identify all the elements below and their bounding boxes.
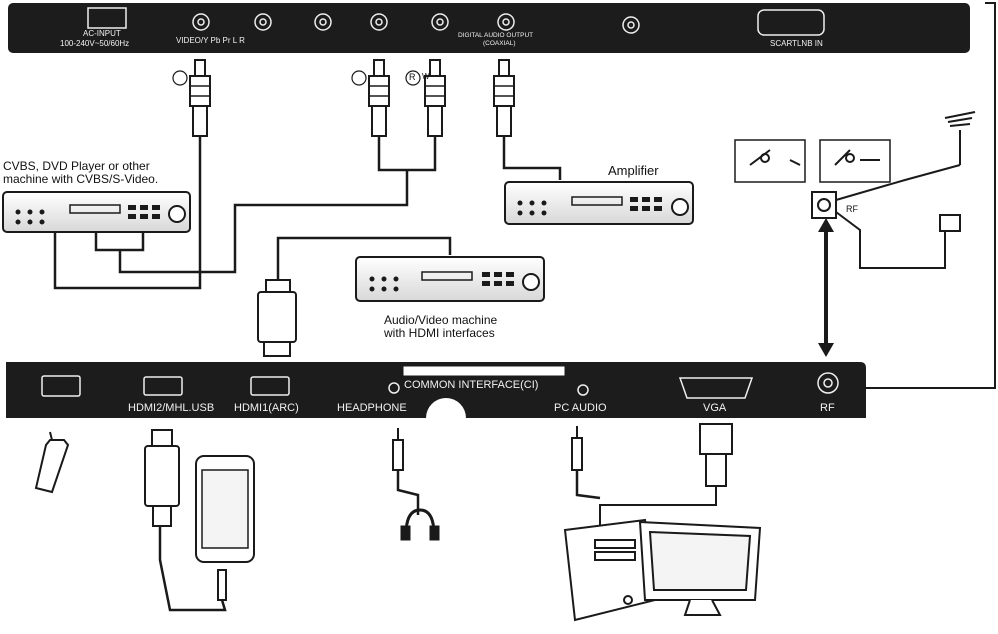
top-jacks — [192, 13, 640, 34]
ci-slot — [402, 365, 566, 377]
rf-double-arrow — [818, 218, 834, 357]
vga-label: VGA — [703, 402, 727, 414]
smartphone — [195, 455, 255, 601]
pc-audio-label: PC AUDIO — [554, 402, 607, 414]
bottom-ports — [41, 372, 839, 399]
scart-lnb-label: SCARTLNB IN — [770, 39, 823, 48]
ac-input-title: AC-INPUT — [83, 29, 121, 38]
video-ypbpr-label: VIDEO/Y Pb Pr L R — [176, 36, 245, 45]
cables — [53, 136, 601, 612]
rca-plugs — [189, 59, 515, 137]
top-panel — [8, 3, 970, 53]
hdmi-plug — [257, 279, 297, 357]
digital-audio-sub: (COAXIAL) — [483, 40, 516, 47]
pc-audio-plug — [571, 426, 583, 471]
headphone-label: HEADPHONE — [337, 402, 407, 414]
vga-plug — [599, 423, 733, 525]
digital-audio-title: DIGITAL AUDIO OUTPUT — [458, 32, 534, 39]
av-machine-device — [355, 256, 545, 302]
common-interface-label: COMMON INTERFACE(CI) — [404, 379, 539, 391]
pc-tower — [563, 518, 657, 622]
headphones — [400, 508, 440, 541]
hdmi1-arc-label: HDMI1(ARC) — [234, 402, 299, 414]
antenna-rf-label: RF — [846, 204, 858, 214]
hdmi2-mhl-usb-label: HDMI2/MHL.USB — [128, 402, 215, 414]
cvbs-device-label-1: CVBS, DVD Player or other — [3, 159, 150, 173]
amplifier-device — [504, 181, 694, 225]
bottom-panel — [6, 362, 866, 418]
color-mark-right — [405, 70, 421, 86]
usb-stick — [34, 431, 70, 494]
headphone-plug — [392, 428, 404, 471]
ac-input-socket — [87, 7, 127, 29]
rca-mark-w: W — [422, 72, 430, 81]
mhl-hdmi-plug — [144, 429, 180, 527]
rf-label: RF — [820, 402, 835, 414]
antenna-area — [734, 111, 976, 269]
av-machine-label-2: with HDMI interfaces — [384, 326, 495, 340]
scart-socket — [757, 9, 825, 36]
rf-loop-cable — [860, 2, 996, 389]
color-mark-video — [172, 70, 188, 86]
ac-input-rating: 100-240V~50/60Hz — [60, 39, 130, 48]
pc-monitor — [638, 520, 762, 616]
cvbs-device-label-2: machine with CVBS/S-Video. — [3, 172, 159, 186]
dvd-player — [2, 191, 191, 233]
color-mark-left — [351, 70, 367, 86]
rca-plug-stripes — [190, 85, 514, 97]
rca-mark-r: R — [409, 72, 416, 82]
amplifier-label: Amplifier — [608, 163, 659, 178]
av-machine-label-1: Audio/Video machine — [384, 313, 498, 327]
